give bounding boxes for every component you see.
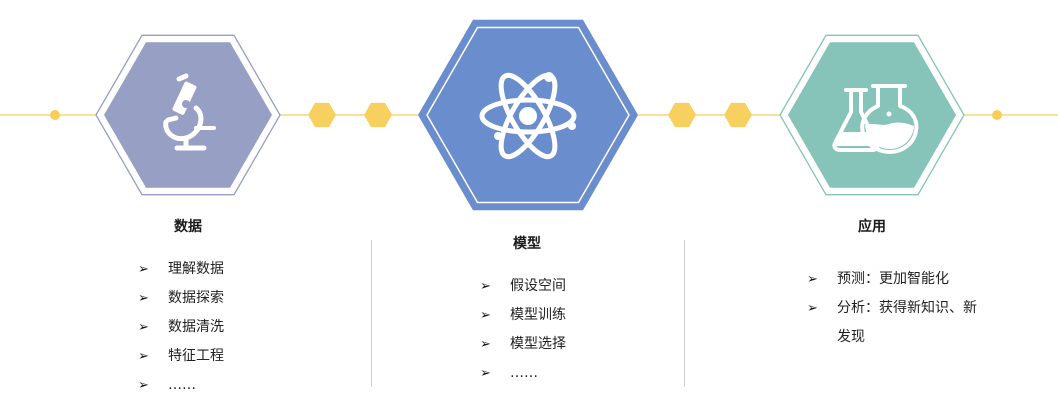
connector-hexagon-3 [668,102,696,128]
arrowhead-bullet-icon: ➢ [138,378,149,393]
data-list-item-label: 理解数据 [168,261,224,277]
data-list-item: ➢ …… [138,371,224,400]
arrowhead-bullet-icon: ➢ [138,320,149,335]
timeline-dot-left [50,110,60,120]
model-item-list: ➢ 假设空间 ➢ 模型训练 ➢ 模型选择 ➢ …… [480,272,566,388]
arrowhead-bullet-icon: ➢ [480,337,491,352]
pipeline-graphic [0,19,1058,211]
model-list-item-label: 模型训练 [510,307,566,323]
data-list-item: ➢ 理解数据 [138,255,224,284]
flask-icon [832,84,919,154]
connector-hexagon-4 [724,102,752,128]
data-list-item-label: 特征工程 [168,348,224,364]
atom-icon [479,72,577,160]
data-list-item-label: …… [168,377,196,393]
data-list-item: ➢ 数据清洗 [138,313,224,342]
model-title: 模型 [513,236,541,252]
model-list-item-label: …… [510,365,538,381]
divider-right [684,240,685,387]
app-list-item-label: 分析：获得新知识、新发现 [837,300,977,345]
data-list-item: ➢ 数据探索 [138,284,224,313]
data-list-item-label: 数据探索 [168,290,224,306]
model-list-item: ➢ 模型选择 [480,330,566,359]
model-hexagon [418,19,638,211]
arrowhead-bullet-icon: ➢ [807,272,818,287]
app-hexagon [779,34,965,196]
model-list-item: ➢ …… [480,359,566,388]
connector-hexagon-1 [308,102,336,128]
arrowhead-bullet-icon: ➢ [480,308,491,323]
data-list-item-label: 数据清洗 [168,319,224,335]
model-list-item-label: 模型选择 [510,336,566,352]
model-list-item: ➢ 模型训练 [480,301,566,330]
app-list-item: ➢ 预测：更加智能化 [807,265,987,294]
connector-hexagon-2 [364,102,392,128]
arrowhead-bullet-icon: ➢ [480,279,491,294]
app-item-list: ➢ 预测：更加智能化 ➢ 分析：获得新知识、新发现 [807,265,987,352]
data-hexagon [95,34,281,196]
data-item-list: ➢ 理解数据 ➢ 数据探索 ➢ 数据清洗 ➢ 特征工程 ➢ …… [138,255,224,400]
model-list-item-label: 假设空间 [510,278,566,294]
app-list-item: ➢ 分析：获得新知识、新发现 [807,294,987,352]
app-list-item-label: 预测：更加智能化 [837,271,949,287]
arrowhead-bullet-icon: ➢ [807,301,818,316]
arrowhead-bullet-icon: ➢ [480,366,491,381]
arrowhead-bullet-icon: ➢ [138,262,149,277]
data-list-item: ➢ 特征工程 [138,342,224,371]
model-list-item: ➢ 假设空间 [480,272,566,301]
microscope-icon [163,73,216,151]
arrowhead-bullet-icon: ➢ [138,291,149,306]
timeline-dot-right [992,110,1002,120]
data-title: 数据 [174,219,202,235]
arrowhead-bullet-icon: ➢ [138,349,149,364]
divider-left [371,240,372,387]
app-title: 应用 [858,219,886,235]
